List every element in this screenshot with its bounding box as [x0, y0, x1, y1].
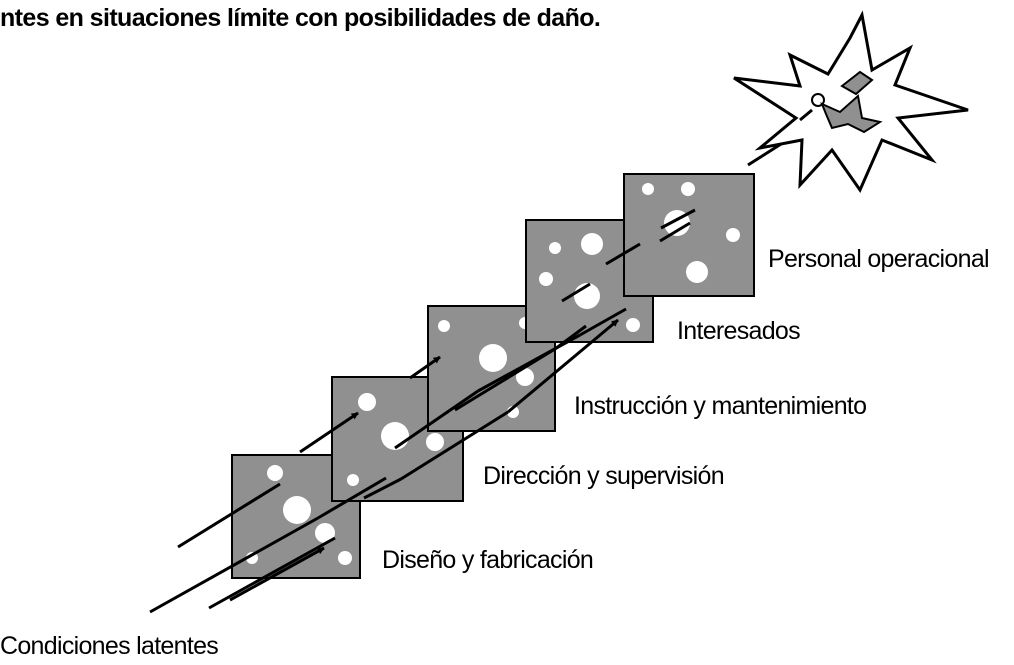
- trajectory-arrow-2: [299, 411, 359, 454]
- trajectory-arrow-1: [229, 546, 325, 602]
- trajectory-arrows: [149, 130, 801, 614]
- layer-operational-personnel: [623, 173, 755, 297]
- trajectory-arrow-3: [409, 355, 441, 380]
- trajectory-line-1: [177, 482, 281, 549]
- label-management-supervision: Dirección y supervisión: [483, 462, 724, 490]
- label-design-manufacturing: Diseño y fabricación: [382, 546, 593, 574]
- label-stakeholders: Interesados: [677, 317, 800, 345]
- label-operational-personnel: Personal operacional: [768, 245, 989, 273]
- explosion-falling-person-icon: [733, 10, 969, 194]
- diagram-title: ntes en situaciones límite con posibilid…: [0, 4, 601, 32]
- label-training-maintenance: Instrucción y mantenimiento: [574, 392, 866, 420]
- label-latent-conditions: Condiciones latentes: [0, 632, 218, 660]
- trajectory-arrow-4: [507, 318, 619, 414]
